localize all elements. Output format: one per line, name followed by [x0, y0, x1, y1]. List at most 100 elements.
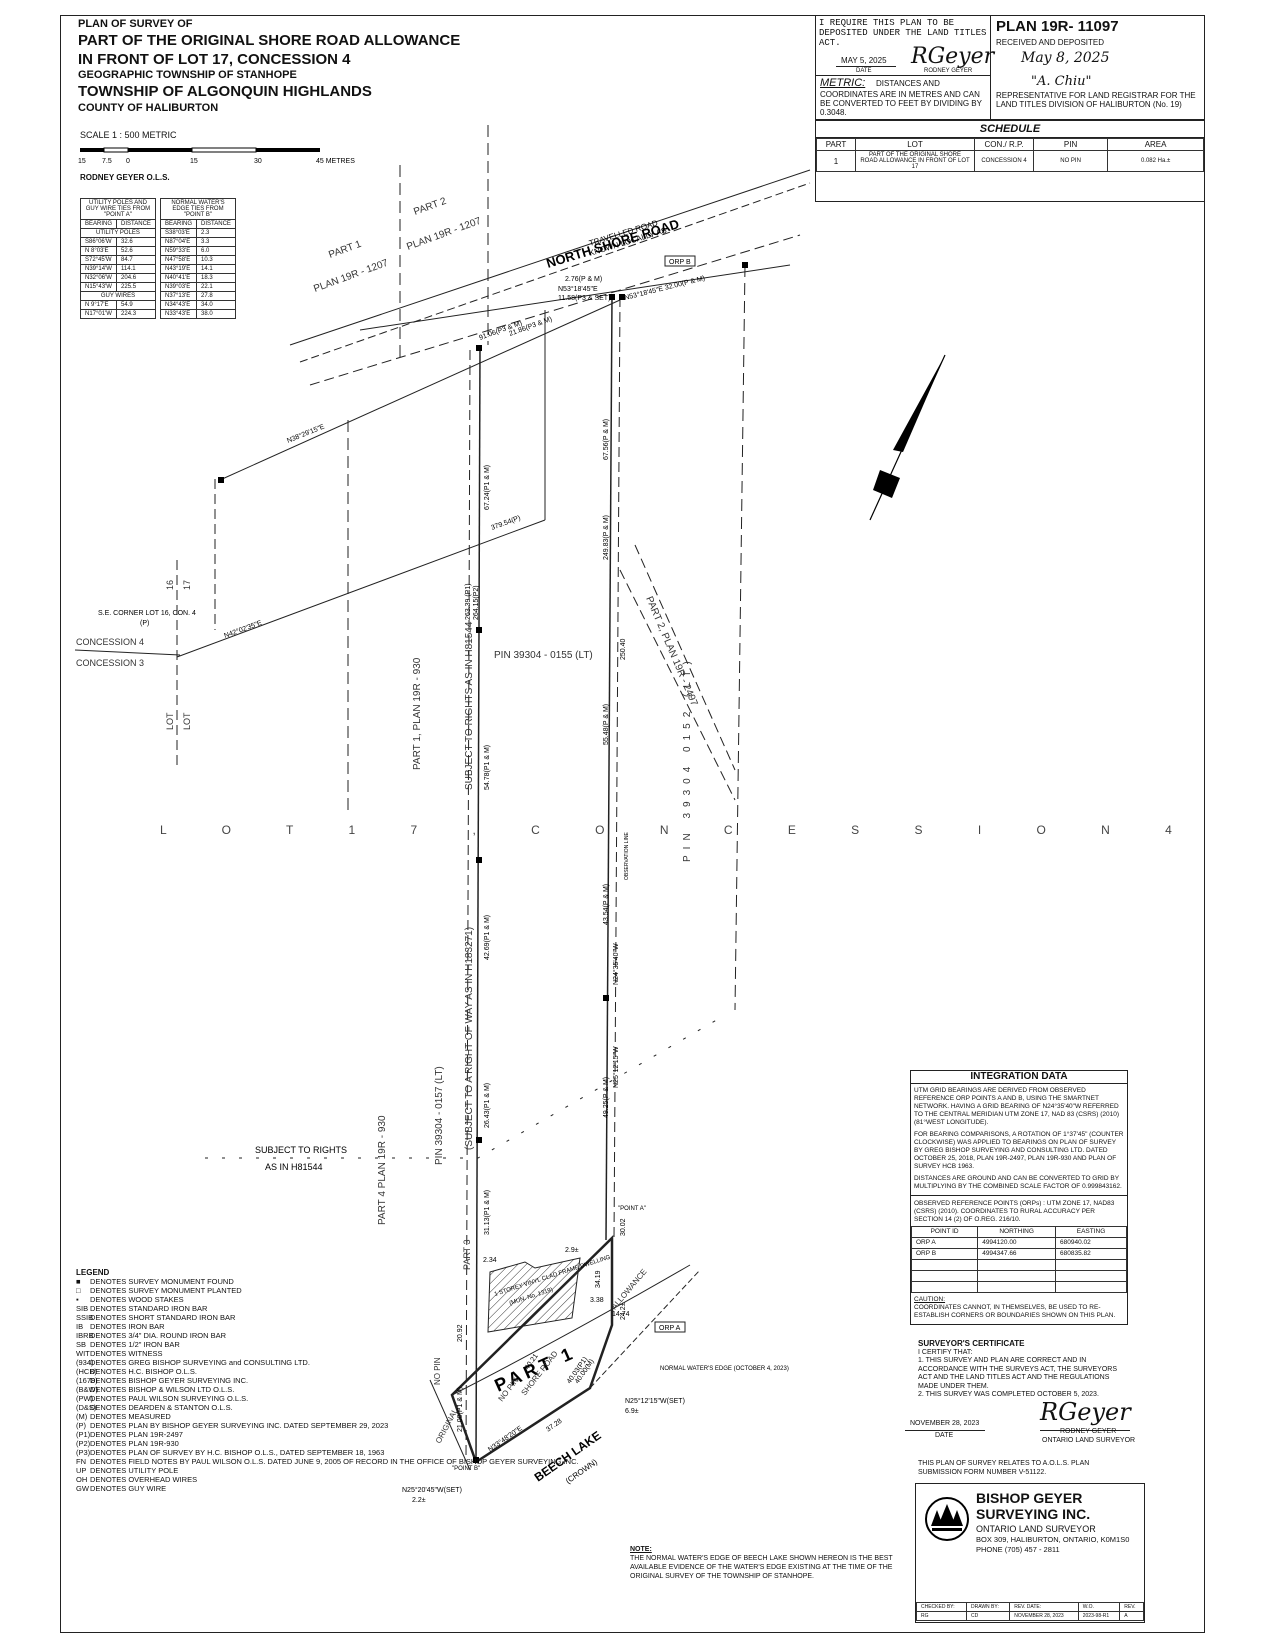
cell: ORP A — [910, 1237, 979, 1249]
company-name2: SURVEYING INC. — [976, 1506, 1091, 1522]
dim-label: N53°18'45"E — [558, 285, 598, 293]
lot16-label: 16 — [165, 580, 175, 590]
dim-label: 30.02 — [620, 1218, 627, 1236]
caution-text: COORDINATES CANNOT, IN THEMSELVES, BE US… — [914, 1304, 1116, 1319]
legend-text: DENOTES DEARDEN & STANTON O.L.S. — [90, 1403, 233, 1412]
legend-text: DENOTES OVERHEAD WIRES — [90, 1475, 198, 1484]
legend-symbol: □ — [76, 1286, 81, 1295]
metric-title: METRIC: — [820, 77, 866, 89]
integration-p4: OBSERVED REFERENCE POINTS (ORPs) : UTM Z… — [911, 1195, 1127, 1226]
legend-symbol: (P2) — [76, 1439, 91, 1448]
legend-item: (HCB)DENOTES H.C. BISHOP O.L.S. — [76, 1367, 376, 1376]
plan-1207-label: PLAN 19R - 1207 — [312, 258, 390, 295]
legend-symbol: (HCB) — [76, 1367, 97, 1376]
legend-symbol: (B&W) — [76, 1385, 99, 1394]
boundary-line — [475, 347, 481, 1461]
company-line3: PHONE (705) 457 - 2811 — [976, 1545, 1060, 1554]
signature: RGeyer — [911, 44, 995, 69]
dim-label: 24.2± — [620, 1302, 627, 1320]
legend-text: DENOTES PLAN 19R-930 — [90, 1439, 179, 1448]
dim-label: 42.69(P1 & M) — [484, 915, 491, 960]
integration-block: INTEGRATION DATA UTM GRID BEARINGS ARE D… — [910, 1070, 1128, 1325]
legend-symbol: (M) — [76, 1412, 88, 1421]
cell: 0.082 Ha.± — [1107, 150, 1204, 172]
title-line5: TOWNSHIP OF ALGONQUIN HIGHLANDS — [78, 83, 372, 100]
deposit-signer: RODNEY GEYER — [924, 68, 973, 74]
legend-item: WITDENOTES WITNESS — [76, 1349, 376, 1358]
legend-text: DENOTES PLAN OF SURVEY BY H.C. BISHOP O.… — [90, 1448, 385, 1457]
boundary-line — [613, 296, 621, 1241]
legend-item: (1678)DENOTES BISHOP GEYER SURVEYING INC… — [76, 1376, 376, 1385]
legend-item: (934)DENOTES GREG BISHOP SURVEYING and C… — [76, 1358, 376, 1367]
dwelling-shape — [487, 1257, 581, 1333]
part1-930-label: PART 1, PLAN 19R - 930 — [412, 657, 423, 770]
legend-symbol: FN — [76, 1457, 86, 1466]
legend-item: FN DENOTES FIELD NOTES BY PAUL WILSON O.L… — [76, 1457, 579, 1466]
dim-label: 2.34 — [483, 1257, 497, 1264]
shore-line — [429, 1379, 471, 1471]
plan-sheet — [60, 15, 1205, 1633]
plan-1207b-label: PLAN 19R - 1207 — [405, 216, 483, 253]
monument-found — [473, 1457, 479, 1463]
north-arrow-icon — [869, 354, 946, 521]
cell: 38.0 — [196, 309, 236, 319]
dim-label: 249.83(P & M) — [603, 515, 610, 560]
monument-found — [476, 857, 482, 863]
company-logo-icon — [925, 1497, 969, 1541]
dim-label: 31.13(P1 & M) — [484, 1190, 491, 1235]
footer-label: CHECKED BY: — [916, 1602, 967, 1612]
dim-label: 11.58(P3 & SET) — [558, 295, 610, 302]
title-block: PLAN OF SURVEY OF PART OF THE ORIGINAL S… — [78, 18, 478, 116]
note-block: NOTE: THE NORMAL WATER'S EDGE OF BEECH L… — [630, 1545, 915, 1581]
legend-symbol: SIB — [76, 1304, 89, 1313]
part2-line — [634, 544, 736, 771]
legend-text: DENOTES 3/4" DIA. ROUND IRON BAR — [90, 1331, 227, 1340]
legend-text: DENOTES 1/2" IRON BAR — [90, 1340, 180, 1349]
cert-signer-title: ONTARIO LAND SURVEYOR — [1042, 1437, 1136, 1444]
legend-text: DENOTES FIELD NOTES BY PAUL WILSON O.L.S… — [90, 1457, 579, 1466]
legend-title: LEGEND — [76, 1268, 110, 1277]
legend-item: (P3)DENOTES PLAN OF SURVEY BY H.C. BISHO… — [76, 1448, 384, 1457]
legend-symbol: (934) — [76, 1358, 94, 1367]
subject-left2: AS IN H81544 — [265, 1162, 323, 1172]
title-line6: COUNTY OF HALIBURTON — [78, 101, 219, 114]
footer-label: REV. — [1119, 1602, 1144, 1612]
certificate-item2: 2. THIS SURVEY WAS COMPLETED OCTOBER 5, … — [918, 1391, 1099, 1398]
certificate-intro: I CERTIFY THAT: — [918, 1348, 973, 1356]
road-line — [309, 234, 801, 386]
scale-tick: 15 — [78, 158, 86, 165]
legend-symbol: OH — [76, 1475, 88, 1484]
legend-symbol: (PW) — [76, 1394, 94, 1403]
cell: N33°43'E — [159, 309, 198, 319]
road-edge — [359, 264, 791, 331]
cell: NO PIN — [1032, 150, 1109, 172]
dim-label: 20.92 — [457, 1324, 464, 1342]
dim-label: N25°12'15"W(SET) — [625, 1397, 685, 1405]
water-edge-label: NORMAL WATER'S EDGE (OCTOBER 4, 2023) — [660, 1366, 789, 1372]
legend-text: DENOTES H.C. BISHOP O.L.S. — [90, 1367, 197, 1376]
received-label: RECEIVED AND DEPOSITED — [996, 38, 1105, 47]
legend-item: (P1)DENOTES PLAN 19R-2497 — [76, 1430, 376, 1439]
dim-label: 43.54(P & M) — [603, 884, 610, 925]
scale-tick: 45 METRES — [316, 158, 355, 165]
col-header: POINT ID — [910, 1226, 979, 1238]
legend-item: GWDENOTES GUY WIRE — [76, 1484, 376, 1493]
metric-sub: DISTANCES AND — [876, 79, 940, 88]
aols-text: THIS PLAN OF SURVEY RELATES TO A.O.L.S. … — [918, 1460, 1090, 1476]
legend-symbol: UP — [76, 1466, 87, 1475]
orp-a-box — [654, 1321, 686, 1333]
legend-text: DENOTES SURVEY MONUMENT FOUND — [90, 1277, 234, 1286]
legend-symbol: IBRB — [76, 1331, 94, 1340]
certificate-item1: 1. THIS SURVEY AND PLAN ARE CORRECT AND … — [918, 1357, 1118, 1390]
cell: 4994347.66 — [977, 1248, 1057, 1260]
dim-label: 14.74 — [612, 1311, 630, 1318]
legend-item: (P)DENOTES PLAN BY BISHOP GEYER SURVEYIN… — [76, 1421, 388, 1430]
legend-text: DENOTES STANDARD IRON BAR — [90, 1304, 208, 1313]
legend-item: (D&S)DENOTES DEARDEN & STANTON O.L.S. — [76, 1403, 376, 1412]
note-title: NOTE: — [630, 1546, 652, 1553]
scale-tick: 15 — [190, 158, 198, 165]
footer-value: NOVEMBER 28, 2023 — [1009, 1611, 1079, 1621]
